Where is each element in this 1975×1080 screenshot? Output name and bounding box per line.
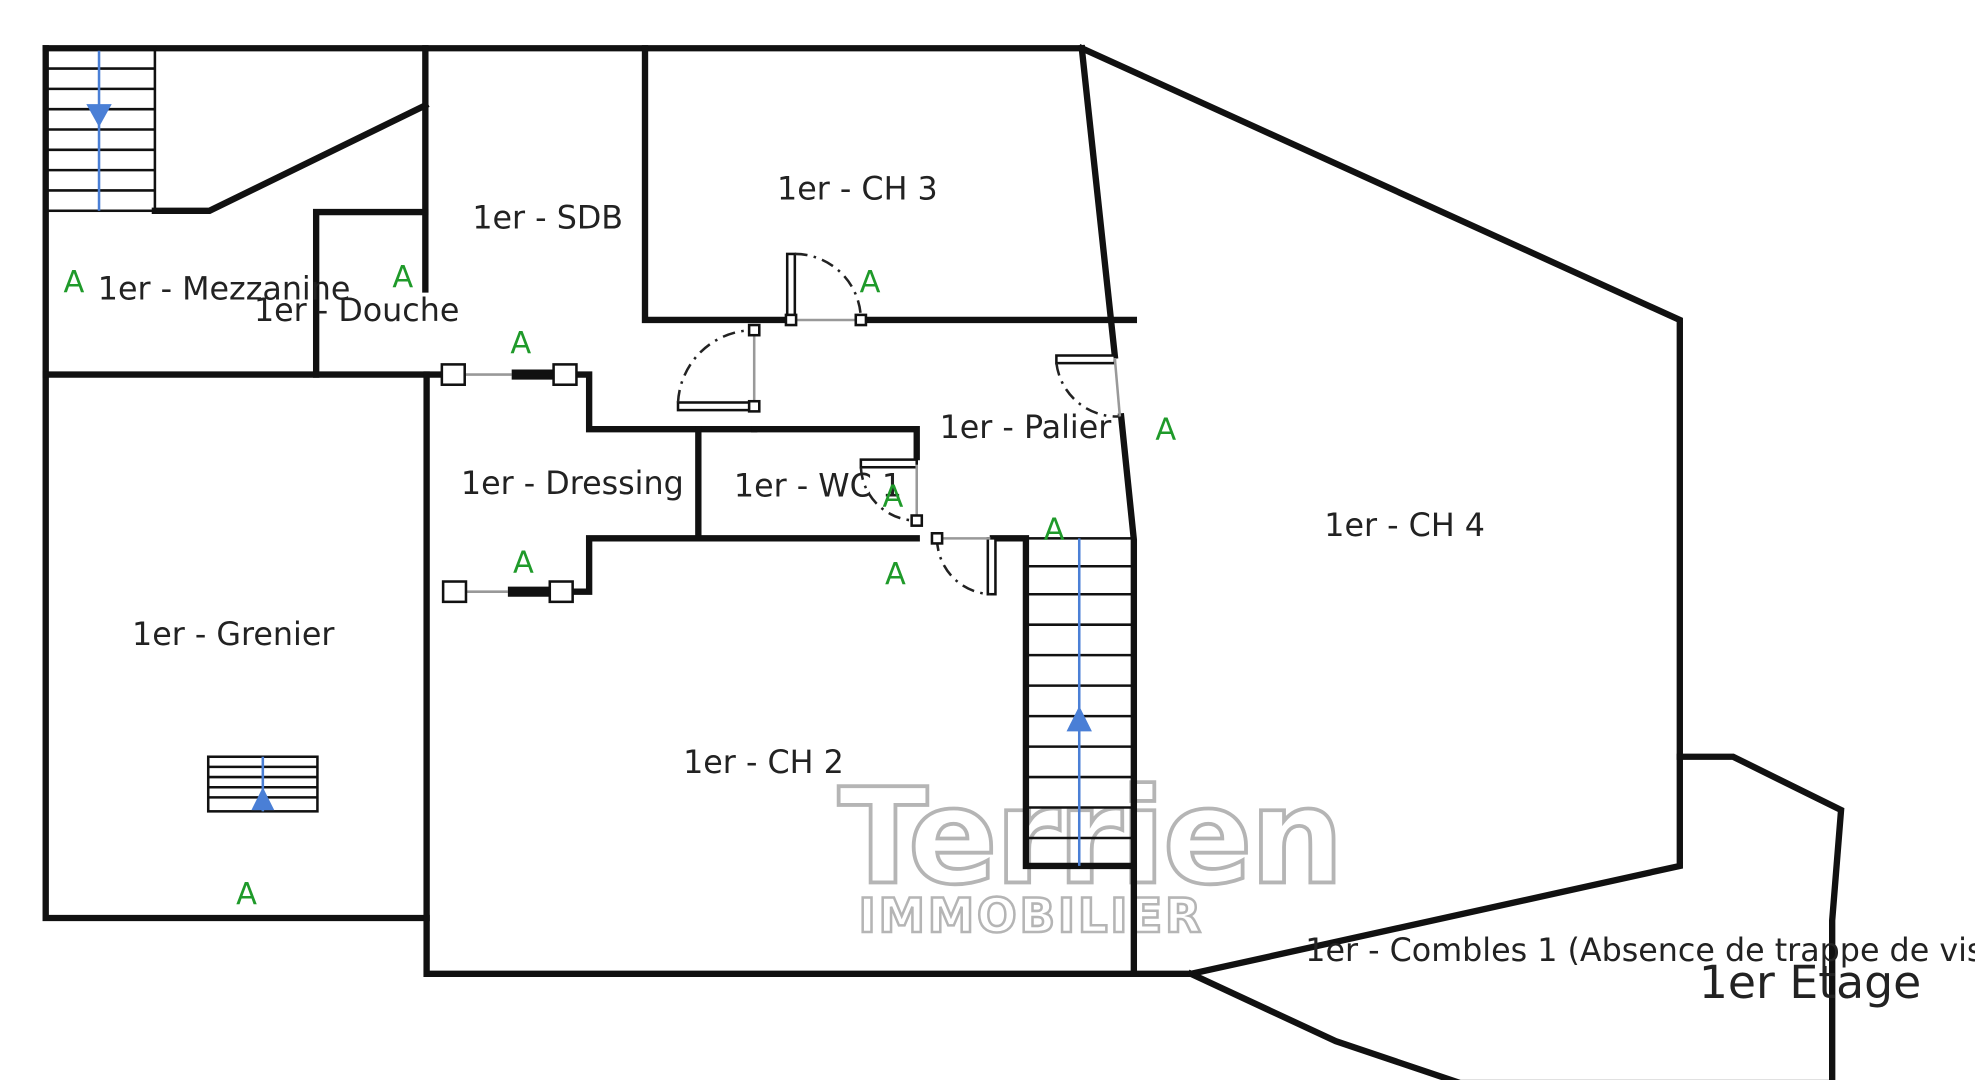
marker-a: A [510,326,531,361]
marker-a: A [882,480,903,515]
room-label-ch2: 1er - CH 2 [683,745,844,781]
window-dressing-north [440,363,578,386]
ch3-west-wall [641,45,786,324]
stairs-grenier-hatch [206,755,319,813]
marker-a: A [392,260,413,295]
wc-north-wall [751,425,920,461]
stair-arrow-down-icon [86,104,112,127]
marker-a: A [885,557,906,592]
marker-a: A [1155,412,1176,447]
room-label-wc1: 1er - WC 1 [734,468,902,504]
room-label-douche: 1er - Douche [254,293,459,329]
room-label-sdb: 1er - SDB [472,201,623,237]
room-label-dressing: 1er - Dressing [461,466,684,502]
door-sdb [676,323,761,413]
room-label-mezzanine: 1er - Mezzanine [98,272,351,308]
window-dressing-south [441,580,574,604]
room-labels: 1er - Mezzanine 1er - Douche 1er - SDB 1… [98,171,1975,969]
watermark-logo: Terrien IMMOBILIER [836,759,1346,946]
room-label-ch3: 1er - CH 3 [777,171,938,207]
marker-a: A [236,877,257,912]
grenier-east-wall [423,371,1138,978]
stair-arrow-up-icon [1066,705,1092,732]
door-ch4 [1055,354,1122,418]
room-label-combles: 1er - Combles 1 (Absence de trappe de vi… [1305,933,1975,969]
room-label-palier: 1er - Palier [940,410,1113,446]
ch3-east-wall [1078,44,1119,360]
mezzanine-stair-wall [151,101,430,214]
marker-a: A [860,265,881,300]
marker-a: A [63,265,84,300]
dressing-north-wall [573,371,758,433]
stair-arrow-up-icon [251,787,275,811]
outer-wall-west [42,45,430,922]
door-ch3 [784,252,868,327]
markers: A A A A A A A A A A [63,260,1176,912]
room-label-grenier: 1er - Grenier [132,617,335,653]
watermark-tagline: IMMOBILIER [858,889,1203,944]
dressing-south-wall [573,535,920,595]
room-label-ch4: 1er - CH 4 [1324,508,1485,544]
marker-a: A [513,546,534,581]
door-wc [859,458,924,527]
marker-a: A [1044,513,1065,548]
combles-wall [1186,753,1845,1080]
stairs-mezzanine [44,46,157,213]
douche-wall [312,208,429,378]
floor-title: 1er Etage [1699,956,1921,1009]
stairs-palier [1024,537,1136,868]
door-ch2 [930,532,997,596]
ch4-outer-wall [1077,44,1683,978]
